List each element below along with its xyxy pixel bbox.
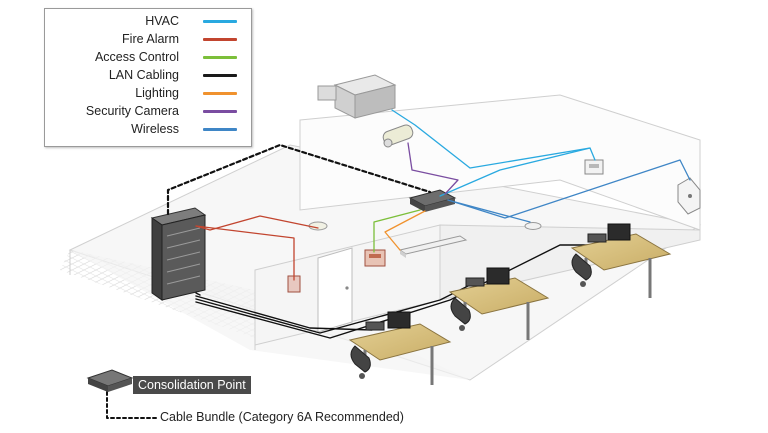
legend-swatch	[203, 20, 237, 23]
legend-label: Fire Alarm	[122, 32, 179, 46]
legend-label: HVAC	[145, 14, 179, 28]
wireless-access-point-icon	[677, 177, 701, 215]
hvac-unit	[317, 74, 397, 119]
legend-label: Access Control	[94, 50, 179, 64]
thermostat-icon	[584, 159, 604, 175]
legend-swatch	[203, 92, 237, 95]
legend-item-hvac: HVAC	[45, 13, 251, 30]
consolidation-point-icon	[86, 369, 134, 392]
legend-label: Lighting	[135, 86, 179, 100]
consolidation-point-label: Consolidation Point	[133, 376, 251, 394]
legend-swatch	[203, 74, 237, 77]
access-control-panel-icon	[364, 249, 386, 267]
light-fixture-icon	[398, 235, 468, 258]
workstation-3	[570, 223, 672, 298]
legend-label: LAN Cabling	[108, 68, 179, 82]
legend-item-wireless: Wireless	[45, 121, 251, 138]
legend-item-lan-cabling: LAN Cabling	[45, 67, 251, 84]
server-rack-icon	[150, 207, 207, 301]
workstation-1	[348, 311, 452, 385]
security-camera-icon	[382, 124, 414, 148]
smoke-detector-icon	[308, 221, 328, 231]
legend-item-fire-alarm: Fire Alarm	[45, 31, 251, 48]
workstation-2	[448, 267, 550, 340]
legend-label: Security Camera	[85, 104, 179, 118]
legend: HVAC Fire Alarm Access Control LAN Cabli…	[44, 8, 252, 147]
legend-item-security-camera: Security Camera	[45, 103, 251, 120]
legend-swatch	[203, 110, 237, 113]
cable-bundle-label: Cable Bundle (Category 6A Recommended)	[160, 410, 404, 424]
door	[317, 247, 353, 333]
ceiling-sensor-icon	[524, 222, 542, 230]
legend-swatch	[203, 38, 237, 41]
legend-item-access-control: Access Control	[45, 49, 251, 66]
legend-item-lighting: Lighting	[45, 85, 251, 102]
legend-swatch	[203, 56, 237, 59]
legend-swatch	[203, 128, 237, 131]
legend-label: Wireless	[131, 122, 179, 136]
